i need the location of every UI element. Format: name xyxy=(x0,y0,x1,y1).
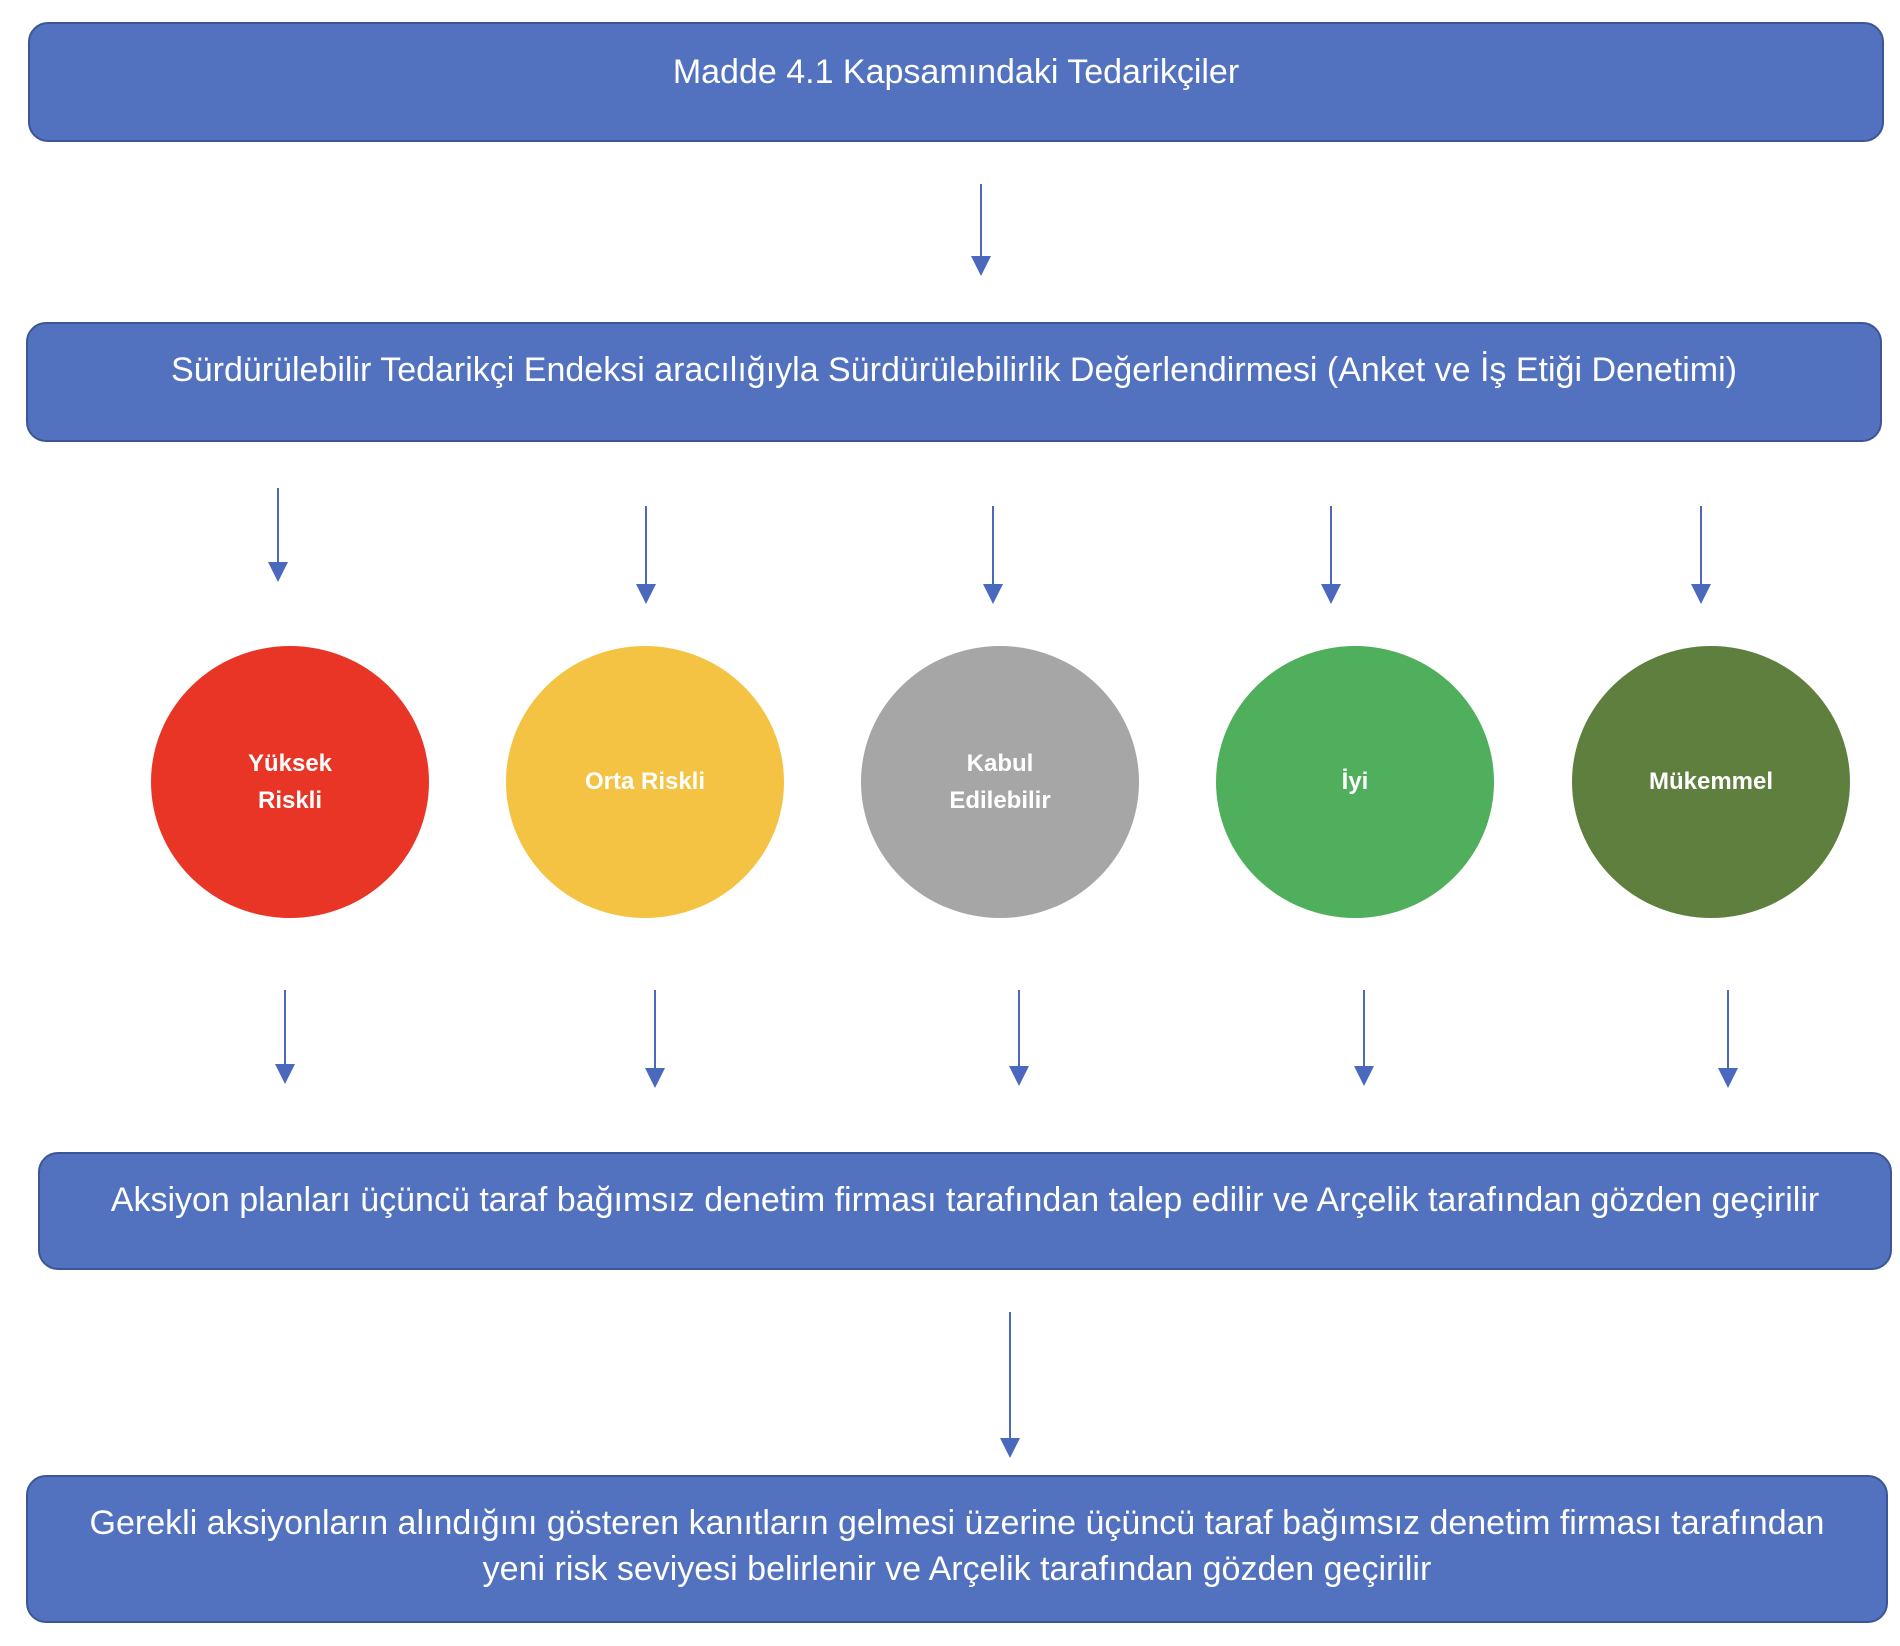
arrow-head xyxy=(1718,1068,1738,1088)
arrow-head xyxy=(268,562,288,582)
arrow-head xyxy=(983,584,1003,604)
arrow-head xyxy=(275,1064,295,1084)
risk-level-label: İyi xyxy=(1341,768,1369,796)
suppliers-in-scope-box: Madde 4.1 Kapsamındaki Tedarikçiler xyxy=(28,22,1884,142)
arrow-assessment-to-yuksek xyxy=(268,488,288,582)
arrow-head xyxy=(1009,1066,1029,1086)
arrow-assessment-to-kabul xyxy=(983,506,1003,604)
risk-level-label: Kabul Edilebilir xyxy=(949,749,1051,814)
risk-level-mukemmel: Mükemmel xyxy=(1572,646,1850,918)
risk-level-yuksek-riskli: Yüksek Riskli xyxy=(151,646,429,918)
risk-level-label: Mükemmel xyxy=(1648,768,1774,796)
arrow-top-to-assessment xyxy=(971,184,991,276)
arrow-head xyxy=(971,256,991,276)
arrow-kabul-to-action xyxy=(1009,990,1029,1086)
arrow-head xyxy=(1321,584,1341,604)
arrow-head xyxy=(636,584,656,604)
arrow-mukemmel-to-action xyxy=(1718,990,1738,1088)
arrow-iyi-to-action xyxy=(1354,990,1374,1086)
risk-level-iyi: İyi xyxy=(1216,646,1494,918)
arrow-assessment-to-orta xyxy=(636,506,656,604)
new-risk-level-text: Gerekli aksiyonların alındığını gösteren… xyxy=(89,1504,1825,1588)
risk-level-label: Yüksek Riskli xyxy=(247,749,333,814)
arrow-yuksek-to-action xyxy=(275,990,295,1084)
arrow-head xyxy=(1691,584,1711,604)
arrow-assessment-to-iyi xyxy=(1321,506,1341,604)
sustainability-assessment-text: Sürdürülebilir Tedarikçi Endeksi aracılı… xyxy=(171,351,1737,389)
arrow-orta-to-action xyxy=(645,990,665,1088)
risk-level-orta-riskli: Orta Riskli xyxy=(506,646,784,918)
suppliers-in-scope-text: Madde 4.1 Kapsamındaki Tedarikçiler xyxy=(672,53,1240,91)
arrow-head xyxy=(1354,1066,1374,1086)
action-plans-box: Aksiyon planları üçüncü taraf bağımsız d… xyxy=(38,1152,1892,1270)
arrow-action-to-final xyxy=(1000,1312,1020,1458)
risk-level-kabul-edilebilir: Kabul Edilebilir xyxy=(861,646,1139,918)
risk-level-label: Orta Riskli xyxy=(584,768,706,796)
arrow-head xyxy=(645,1068,665,1088)
arrow-head xyxy=(1000,1438,1020,1458)
arrow-assessment-to-mukemmel xyxy=(1691,506,1711,604)
action-plans-text: Aksiyon planları üçüncü taraf bağımsız d… xyxy=(110,1181,1820,1219)
sustainability-assessment-box: Sürdürülebilir Tedarikçi Endeksi aracılı… xyxy=(26,322,1882,442)
new-risk-level-box: Gerekli aksiyonların alındığını gösteren… xyxy=(26,1475,1888,1623)
